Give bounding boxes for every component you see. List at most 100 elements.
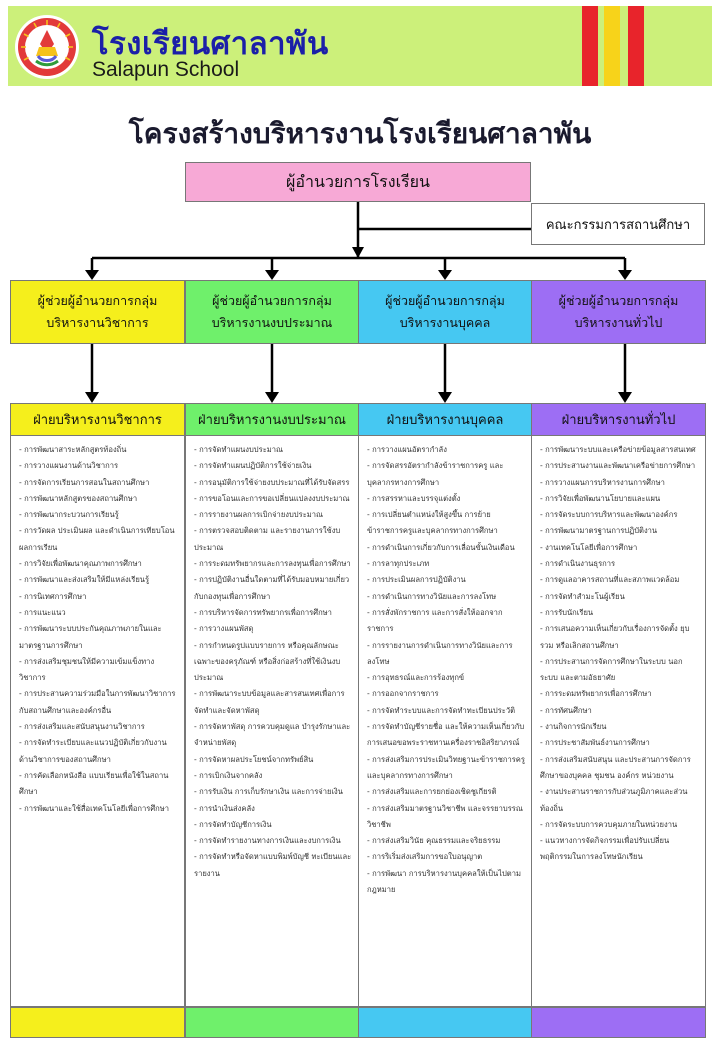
assistant-role-line: ผู้ช่วยผู้อำนวยการกลุ่ม bbox=[212, 293, 332, 309]
task-item: - การออกจากราชการ bbox=[367, 689, 439, 699]
task-item: - การสั่งพักราชการ และการสั่งให้ออกจากรา… bbox=[367, 607, 503, 634]
task-item: - งานเทคโนโลยีเพื่อการศึกษา bbox=[540, 542, 638, 552]
task-item: - การพัฒนา การบริหารงานบุคคลให้เป็นไปตาม… bbox=[367, 868, 521, 895]
task-item: - การเปลี่ยนตำแหน่งให้สูงขึ้น การย้ายข้า… bbox=[367, 510, 498, 536]
task-item: - การจัดทำรายงานทางการเงินและงบการเงิน bbox=[194, 836, 341, 846]
task-item: - การวิจัยเพื่อพัฒนานโยบายและแผน bbox=[540, 493, 661, 503]
task-item: - การส่งเสริมสนับสนุน และประสานการจัดการ… bbox=[540, 754, 691, 780]
chart-title: โครงสร้างบริหารงานโรงเรียนศาลาพัน bbox=[128, 117, 592, 150]
footer-bar-personnel bbox=[358, 1007, 532, 1038]
task-item: - การปฏิบัติงานอื่นใดตามที่ได้รับมอบหมาย… bbox=[194, 575, 350, 601]
task-item: - การจัดทำระเบียบและแนวปฏิบัติเกี่ยวกับง… bbox=[19, 738, 167, 764]
task-item: - การจัดทำหรือจัดหาแบบพิมพ์บัญชี ทะเบียน… bbox=[194, 852, 352, 878]
division-general-header: ฝ่ายบริหารงานทั่วไป bbox=[531, 403, 706, 436]
task-item: - การจัดการเรียนการสอนในสถานศึกษา bbox=[19, 477, 150, 487]
director-label: ผู้อำนวยการโรงเรียน bbox=[286, 171, 430, 191]
assistant-group-line: บริหารงานทั่วไป bbox=[574, 315, 663, 330]
division-budget-task-list: - การจัดทำแผนงบประมาณ- การจัดทำแผนปฏิบัต… bbox=[185, 436, 359, 1007]
task-item: - การระดมทรัพยากรเพื่อการศึกษา bbox=[540, 689, 652, 699]
task-item: - การพัฒนาระบบข้อมูลและสารสนเทศเพื่อการจ… bbox=[194, 689, 345, 715]
task-item: - การระดมทรัพยากรและการลงทุนเพื่อการศึกษ… bbox=[194, 559, 351, 569]
task-item: - การพัฒนาระบบและเครือข่ายข้อมูลสารสนเทศ bbox=[540, 445, 696, 454]
task-item: - การวิจัยเพื่อพัฒนาคุณภาพการศึกษา bbox=[19, 559, 142, 569]
task-item: - การพัฒนาและส่งเสริมให้มีแหล่งเรียนรู้ bbox=[19, 575, 150, 585]
task-item: - การกำหนดรูปแบบรายการ หรือคุณลักษณะเฉพา… bbox=[194, 640, 341, 683]
task-item: - แนวทางการจัดกิจกรรมเพื่อปรับเปลี่ยนพฤต… bbox=[540, 836, 670, 862]
task-item: - การสรรหาและบรรจุแต่งตั้ง bbox=[367, 493, 461, 503]
assistant-group-line: บริหารงานบุคคล bbox=[399, 315, 491, 330]
task-item: - การริเริ่มส่งเสริมการขอใบอนุญาต bbox=[367, 852, 483, 862]
task-item: - การประเมินผลการปฏิบัติงาน bbox=[367, 575, 466, 585]
task-item: - การดูแลอาคารสถานที่และสภาพแวดล้อม bbox=[540, 575, 680, 585]
task-item: - การทัศนศึกษา bbox=[540, 705, 592, 715]
task-item: - การประสานงานและพัฒนาเครือข่ายการศึกษา bbox=[540, 461, 696, 471]
task-item: - การประสานการจัดการศึกษาในระบบ นอกระบบ … bbox=[540, 656, 683, 683]
task-item: - การพัฒนากระบวนการเรียนรู้ bbox=[19, 510, 119, 520]
footer-bar-general bbox=[531, 1007, 706, 1038]
committee-label: คณะกรรมการสถานศึกษา bbox=[545, 217, 691, 233]
task-item: - การพัฒนาหลักสูตรของสถานศึกษา bbox=[19, 493, 138, 503]
division-title: ฝ่ายบริหารงานวิชาการ bbox=[33, 413, 162, 428]
task-item: - การรายงานการดำเนินการทางวินัยและการลงโ… bbox=[367, 640, 513, 666]
task-item: - การส่งเสริมชุมชนให้มีความเข้มแข็งทางวิ… bbox=[19, 656, 155, 683]
school-logo-icon bbox=[15, 15, 79, 79]
task-item: - การรับนักเรียน bbox=[540, 607, 594, 617]
task-item: - การพัฒนาระบบประกันคุณภาพภายในและมาตรฐา… bbox=[19, 624, 162, 650]
task-item: - การเบิกเงินจากคลัง bbox=[194, 770, 263, 780]
flag-stripe bbox=[582, 6, 598, 86]
task-item: - การจัดระบบการควบคุมภายในหน่วยงาน bbox=[540, 819, 678, 829]
task-item: - การวางแผนอัตรากำลัง bbox=[367, 445, 447, 454]
task-item: - การนำเงินส่งคลัง bbox=[194, 803, 255, 813]
division-general-task-list: - การพัฒนาระบบและเครือข่ายข้อมูลสารสนเทศ… bbox=[531, 436, 706, 1007]
footer-bar-academic bbox=[10, 1007, 185, 1038]
division-academic-task-list: - การพัฒนาสาระหลักสูตรท้องถิ่น - การวางแผ… bbox=[10, 436, 185, 1007]
task-item: - การส่งเสริมและการยกย่องเชิดชูเกียรติ bbox=[367, 787, 497, 797]
assistant-role-line: ผู้ช่วยผู้อำนวยการกลุ่ม bbox=[385, 293, 505, 309]
task-item: - การลาทุกประเภท bbox=[367, 559, 430, 569]
task-item: - การนิเทศการศึกษา bbox=[19, 591, 87, 601]
task-item: - การตรวจสอบติดตาม และรายงานการใช้งบประม… bbox=[194, 526, 341, 552]
task-item: - การบริหารจัดการทรัพยากรเพื่อการศึกษา bbox=[194, 607, 332, 617]
task-item: - งานประสานราชการกับส่วนภูมิภาคและส่วนท้… bbox=[540, 787, 688, 813]
task-item: - การส่งเสริมมาตรฐานวิชาชีพ และจรรยาบรรณ… bbox=[367, 803, 523, 829]
assistant-group-line: บริหารงานวิชาการ bbox=[46, 315, 149, 330]
task-item: - การจัดทำบัญชีรายชื่อ และให้ความเห็นเกี… bbox=[367, 722, 525, 748]
task-item: - การส่งเสริมวินัย คุณธรรมและจริยธรรม bbox=[367, 836, 501, 846]
task-item: - การพัฒนาและใช้สื่อเทคโนโลยีเพื่อการศึก… bbox=[19, 803, 170, 813]
task-item: - การวางแผนการบริหารงานการศึกษา bbox=[540, 477, 665, 487]
task-item: - การจัดทำสำมะโนผู้เรียน bbox=[540, 591, 625, 601]
task-item: - การพัฒนาสาระหลักสูตรท้องถิ่น bbox=[19, 445, 127, 454]
division-title: ฝ่ายบริหารงานงบประมาณ bbox=[198, 413, 346, 428]
assistant-general-box: ผู้ช่วยผู้อำนวยการกลุ่ม บริหารงานทั่วไป bbox=[531, 280, 706, 344]
task-item: - การจัดทำระบบและการจัดทำทะเบียนประวัติ bbox=[367, 705, 516, 715]
task-item: - การจัดหาพัสดุ การควบคุมดูแล บำรุงรักษา… bbox=[194, 722, 351, 748]
task-item: - การรับเงิน การเก็บรักษาเงิน และการจ่าย… bbox=[194, 787, 343, 797]
committee-box: คณะกรรมการสถานศึกษา bbox=[531, 203, 705, 245]
division-academic-header: ฝ่ายบริหารงานวิชาการ bbox=[10, 403, 185, 436]
division-budget-header: ฝ่ายบริหารงานงบประมาณ bbox=[185, 403, 359, 436]
task-item: - การวางแผนงานด้านวิชาการ bbox=[19, 461, 119, 471]
task-item: - การประสานความร่วมมือในการพัฒนาวิชาการก… bbox=[19, 689, 176, 715]
task-item: - การจัดทำบัญชีการเงิน bbox=[194, 819, 272, 829]
flag-stripe bbox=[604, 6, 620, 86]
task-item: - การวัดผล ประเมินผล และดำเนินการเทียบโอ… bbox=[19, 526, 175, 552]
task-item: - การจัดหาผลประโยชน์จากทรัพย์สิน bbox=[194, 754, 314, 764]
school-name-thai: โรงเรียนศาลาพัน bbox=[92, 26, 329, 62]
task-item: - การประชาสัมพันธ์งานการศึกษา bbox=[540, 738, 650, 748]
task-item: - การแนะแนว bbox=[19, 607, 66, 617]
task-item: - การวางแผนพัสดุ bbox=[194, 624, 254, 634]
school-name-english: Salapun School bbox=[92, 58, 240, 81]
assistant-academic-box: ผู้ช่วยผู้อำนวยการกลุ่ม บริหารงานวิชาการ bbox=[10, 280, 185, 344]
assistant-group-line: บริหารงานงบประมาณ bbox=[211, 315, 333, 330]
assistant-budget-box: ผู้ช่วยผู้อำนวยการกลุ่ม บริหารงานงบประมา… bbox=[185, 280, 359, 344]
task-item: - การอุทธรณ์และการร้องทุกข์ bbox=[367, 673, 465, 683]
task-item: - การพัฒนามาตรฐานการปฏิบัติงาน bbox=[540, 526, 658, 536]
division-personnel-task-list: - การวางแผนอัตรากำลัง- การจัดสรรอัตรากำล… bbox=[358, 436, 532, 1007]
task-item: - การคัดเลือกหนังสือ แบบเรียนเพื่อใช้ในส… bbox=[19, 770, 169, 797]
task-item: - งานกิจการนักเรียน bbox=[540, 722, 607, 732]
task-item: - การอนุมัติการใช้จ่ายงบประมาณที่ได้รับจ… bbox=[194, 477, 350, 487]
task-item: - การดำเนินงานธุรการ bbox=[540, 559, 616, 569]
task-item: - การจัดทำแผนงบประมาณ bbox=[194, 445, 284, 454]
task-item: - การส่งเสริมการประเมินวิทยฐานะข้าราชการ… bbox=[367, 754, 525, 780]
